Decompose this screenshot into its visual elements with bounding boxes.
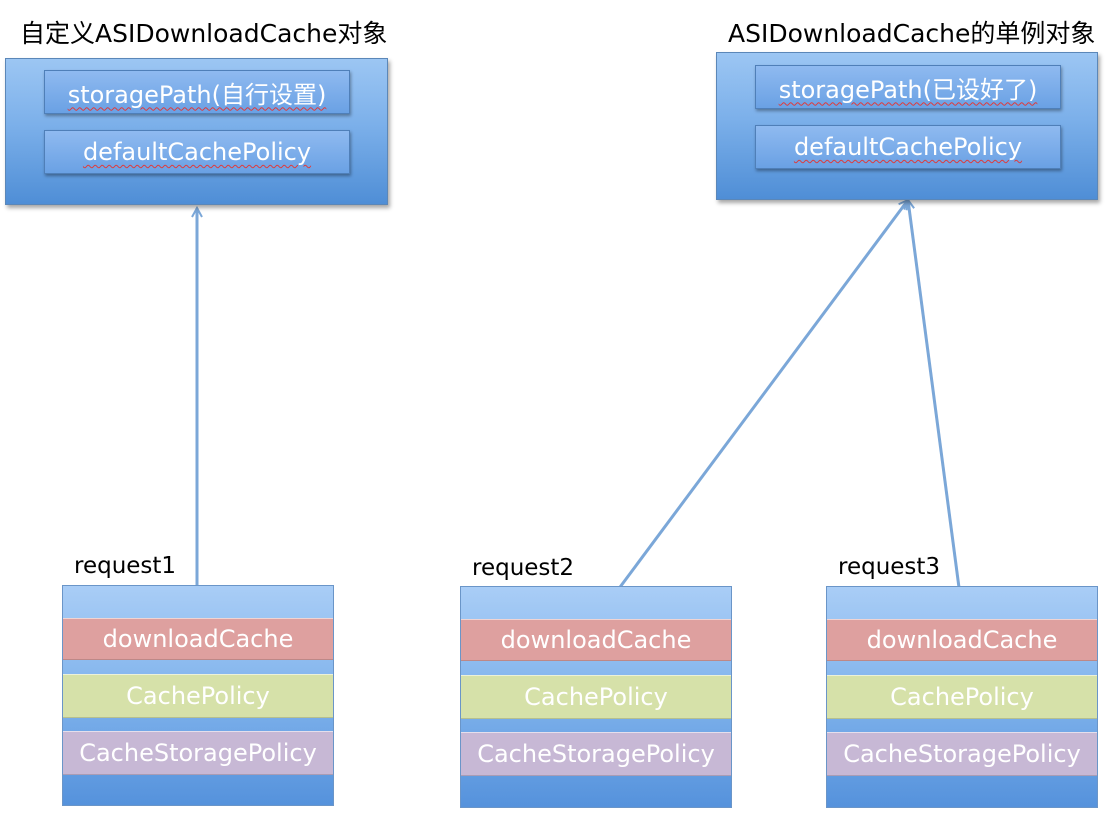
request1-download-cache-row: downloadCache	[63, 618, 333, 660]
custom-default-policy-field: defaultCachePolicy	[44, 130, 350, 174]
arrow-request3-to-singleton-cache	[908, 200, 965, 619]
request1-object: downloadCache CachePolicy CacheStoragePo…	[62, 585, 334, 806]
singleton-default-policy-label: defaultCachePolicy	[793, 133, 1023, 161]
singleton-storage-path-field: storagePath(已设好了)	[755, 65, 1061, 109]
custom-default-policy-label: defaultCachePolicy	[82, 138, 312, 166]
arrow-request2-to-singleton-cache	[595, 200, 908, 619]
request1-cache-storage-policy-row: CacheStoragePolicy	[63, 731, 333, 775]
request1-label: request1	[74, 553, 177, 579]
custom-cache-title: 自定义ASIDownloadCache对象	[20, 19, 388, 48]
singleton-cache-object: storagePath(已设好了) defaultCachePolicy	[716, 52, 1098, 200]
request2-label: request2	[472, 555, 575, 581]
custom-storage-path-field: storagePath(自行设置)	[44, 70, 350, 114]
singleton-cache-title: ASIDownloadCache的单例对象	[728, 19, 1096, 48]
request3-cache-storage-policy-row: CacheStoragePolicy	[827, 732, 1097, 776]
request1-cache-policy-row: CachePolicy	[63, 674, 333, 718]
request3-label: request3	[838, 554, 941, 580]
singleton-storage-path-label: storagePath(已设好了)	[778, 75, 1038, 104]
request2-cache-storage-policy-row: CacheStoragePolicy	[461, 732, 731, 776]
request2-object: downloadCache CachePolicy CacheStoragePo…	[460, 586, 732, 808]
request2-cache-policy-row: CachePolicy	[461, 675, 731, 719]
singleton-default-policy-field: defaultCachePolicy	[755, 125, 1061, 169]
custom-cache-object: storagePath(自行设置) defaultCachePolicy	[5, 58, 388, 205]
request3-download-cache-row: downloadCache	[827, 619, 1097, 661]
request2-download-cache-row: downloadCache	[461, 619, 731, 661]
custom-storage-path-label: storagePath(自行设置)	[67, 80, 327, 109]
request3-cache-policy-row: CachePolicy	[827, 675, 1097, 719]
request3-object: downloadCache CachePolicy CacheStoragePo…	[826, 586, 1098, 808]
